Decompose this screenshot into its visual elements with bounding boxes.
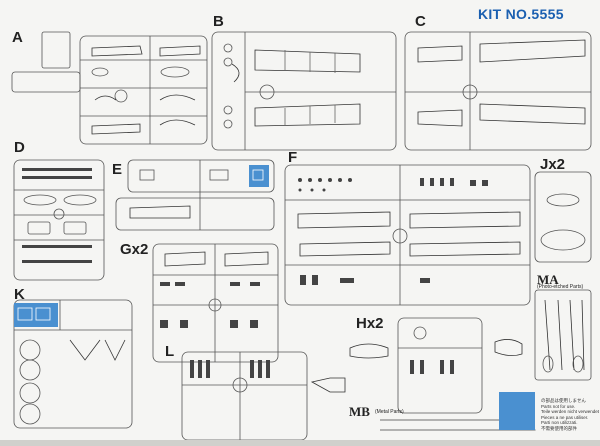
sprue-label-c: C <box>415 13 426 30</box>
sprue-label-k: K <box>14 286 25 303</box>
unused-parts-note: の部品は使用しません Parts not for use. Teile werd… <box>541 398 599 432</box>
photo-etched-code: MA <box>537 272 559 287</box>
unused-legend-swatch <box>499 392 535 430</box>
sprue-label-j: Jx2 <box>540 156 566 173</box>
note-line-de: Teile werden nicht verwendet <box>541 409 600 415</box>
metal-parts-code: MB <box>349 404 370 419</box>
sprue-label-l: L <box>165 343 175 360</box>
note-line-fr: Pieces a ne pas utiliser. <box>541 414 589 420</box>
note-line-zh: 不需要使用的部件 <box>541 425 577 431</box>
unused-highlight-e <box>249 165 269 187</box>
sprue-label-d: D <box>14 139 25 156</box>
sprue-label-e: E <box>112 161 123 178</box>
sprue-label-a: A <box>12 29 23 46</box>
sprue-label-f: F <box>288 149 298 166</box>
photo-etched-caption: (Photo-etched Parts) <box>537 284 584 290</box>
note-line-en: Parts not for use. <box>541 403 576 409</box>
note-line-ja: の部品は使用しません <box>541 398 586 403</box>
metal-parts-caption: (Metal Parts) <box>375 409 404 415</box>
sprue-label-g: Gx2 <box>120 241 149 258</box>
note-line-it: Parti non utilizzati. <box>541 420 578 426</box>
sprue-label-b: B <box>213 13 224 30</box>
sprue-label-h: Hx2 <box>356 315 384 332</box>
kit-number: KIT NO.5555 <box>478 6 564 22</box>
